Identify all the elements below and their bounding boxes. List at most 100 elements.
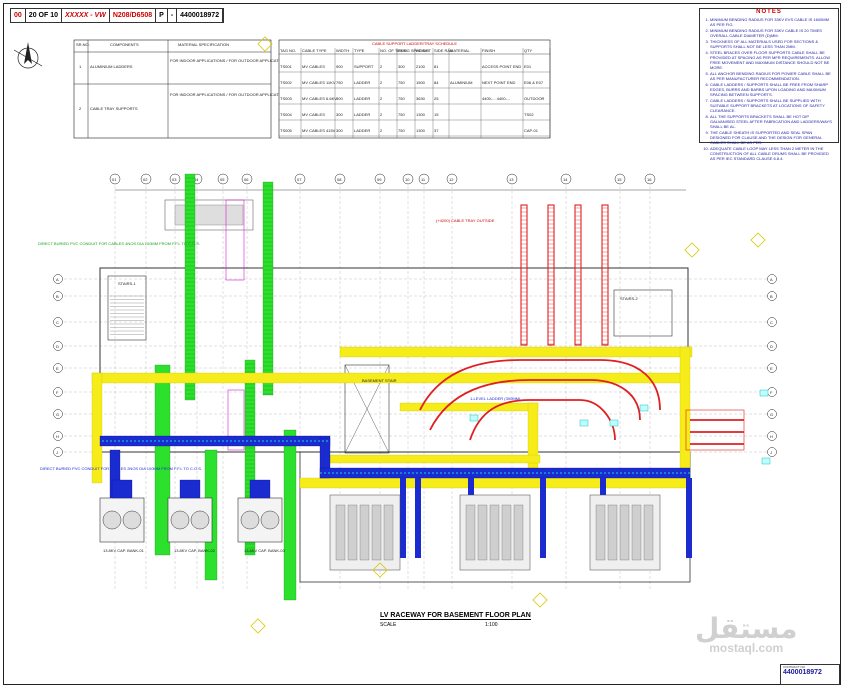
grid-bubble — [217, 173, 229, 185]
note-item: CABLE LADDERS / SUPPORTS SHALL BE FREE F… — [710, 82, 834, 97]
callout-text: 1-LEVEL LADDER (300MM) — [470, 396, 521, 401]
stair-room — [613, 289, 673, 337]
cable-table-cell: 2100 — [416, 64, 426, 69]
grid-label: 07 — [297, 177, 302, 182]
eq-row-component: CABLE TRAY SUPPORTS — [90, 106, 138, 111]
grid-bubble — [614, 173, 626, 185]
switchgear-panel — [359, 504, 370, 561]
cable-table-cell: E06 & E07 — [524, 80, 544, 85]
switchgear-panel — [643, 504, 654, 561]
grid-bubble — [334, 173, 346, 185]
green-ladder — [283, 429, 297, 601]
rev-blank: - — [168, 9, 178, 22]
grid-label: E — [770, 366, 773, 371]
grid-bubble — [140, 173, 152, 185]
cable-table-cell: 900 — [336, 64, 343, 69]
green-ladder — [262, 181, 274, 396]
grid-label: J — [56, 450, 58, 455]
cable-table-cell: MV CABLES 11KV — [302, 80, 336, 85]
eq-header-spec: MATERIAL SPECIFICATION — [178, 42, 229, 47]
grid-label: 05 — [220, 177, 225, 182]
cap-bank-coil — [122, 510, 142, 530]
grid-label: F — [770, 390, 773, 395]
cable-table-cell: E01 — [524, 64, 532, 69]
note-item: STEEL BRACES OVER FLOOR SUPPORTS CABLE S… — [710, 50, 834, 70]
grid-bubble — [294, 173, 306, 185]
cable-table-header: TAG NO. — [280, 48, 296, 53]
watermark-logo: مستقل mostaql.com — [695, 612, 797, 655]
grid-bubble — [767, 291, 777, 301]
cable-table-cell: 750 — [398, 96, 405, 101]
switchgear-panel — [335, 504, 346, 561]
grid-label: 09 — [377, 177, 382, 182]
callout-text: (+4200) CABLE TRAY OUTSIDE — [436, 218, 495, 223]
cable-table-cell: 2 — [380, 80, 383, 85]
grid-bubble — [767, 317, 777, 327]
grid-label: 02 — [143, 177, 148, 182]
cable-table-header: MATERIAL — [450, 48, 470, 53]
notes-panel: NOTES MINIMUM BENDING RADIUS FOR 33KV EV… — [699, 8, 839, 161]
cable-table-cell: TS004 — [280, 112, 293, 117]
yellow-tray — [679, 346, 691, 488]
eq-row-no: 1 — [79, 64, 82, 69]
grid-label: D — [770, 344, 773, 349]
cable-table-cell: 1300 — [416, 128, 426, 133]
cable-table-header: TYPE — [354, 48, 365, 53]
cable-table-cell: 1500 — [416, 80, 426, 85]
switchgear-panel — [607, 504, 618, 561]
cap-bank-coil — [190, 510, 210, 530]
note-item: MINIMUM BENDING RADIUS FOR 33KV EVS CABL… — [710, 17, 834, 27]
grid-label: F — [56, 390, 59, 395]
callout-text: DIRECT BURIED PVC CONDUIT FOR CABLES 2NO… — [40, 466, 202, 471]
rev-number: 00 — [11, 9, 26, 22]
grid-label: C — [56, 320, 59, 325]
grid-bubble — [53, 274, 63, 284]
red-tray — [574, 204, 582, 346]
cable-table-cell: TS02 — [524, 112, 534, 117]
yellow-tray — [299, 477, 691, 489]
cap-bank-coil — [170, 510, 190, 530]
plan-scale-value: 1:100 — [485, 622, 498, 628]
junction-box — [639, 404, 649, 412]
cable-table-cell: MV CABLES — [302, 112, 325, 117]
note-item: CABLE LADDERS / SUPPORTS SHALL BE SUPPLI… — [710, 98, 834, 113]
grid-bubble — [53, 317, 63, 327]
switchgear-panel — [489, 504, 500, 561]
cable-table-cell: 1300 — [416, 112, 426, 117]
grid-bubble — [767, 409, 777, 419]
cable-table-cell: NEXT POINT END — [482, 80, 516, 85]
plan-title: LV RACEWAY FOR BASEMENT FLOOR PLAN — [380, 612, 531, 620]
cable-table-cell: LADDER — [354, 80, 370, 85]
cable-table-header: QTY — [524, 48, 533, 53]
title-block-label: CONTRACT NO. — [783, 665, 806, 669]
grid-bubble — [767, 274, 777, 284]
cable-table-cell: MV CABLES — [302, 64, 325, 69]
project-number: 4400018972 — [177, 9, 224, 22]
note-item: MINIMUM BENDING RADIUS FOR 33KV CABLE IS… — [710, 28, 834, 38]
grid-bubble — [53, 387, 63, 397]
yellow-marker — [372, 562, 388, 578]
red-tray-block — [685, 409, 745, 451]
cap-bank-label: 13.8KV CAP. BANK-02 — [174, 548, 216, 553]
cable-table-cell: 2 — [380, 64, 383, 69]
grid-label: C — [770, 320, 773, 325]
blue-feeder — [179, 479, 201, 499]
cable-table-cell: ACCESS POINT END — [482, 64, 521, 69]
cable-table-cell: 25 — [434, 96, 439, 101]
yellow-marker — [250, 618, 266, 634]
cap-bank-coil — [240, 510, 260, 530]
yellow-marker — [257, 36, 273, 52]
cable-table-cell: 2 — [380, 128, 383, 133]
grid-label: 13 — [509, 177, 514, 182]
switchgear-panel — [383, 504, 394, 561]
watermark-arabic: مستقل — [695, 612, 798, 645]
notes-title: NOTES — [756, 9, 782, 15]
cable-table-cell: 300 — [336, 128, 343, 133]
cable-table-cell: TS002 — [280, 80, 293, 85]
grid-bubble — [53, 409, 63, 419]
switchgear-panel — [347, 504, 358, 561]
grid-bubble — [402, 173, 414, 185]
cable-table-cell: 750 — [398, 80, 405, 85]
